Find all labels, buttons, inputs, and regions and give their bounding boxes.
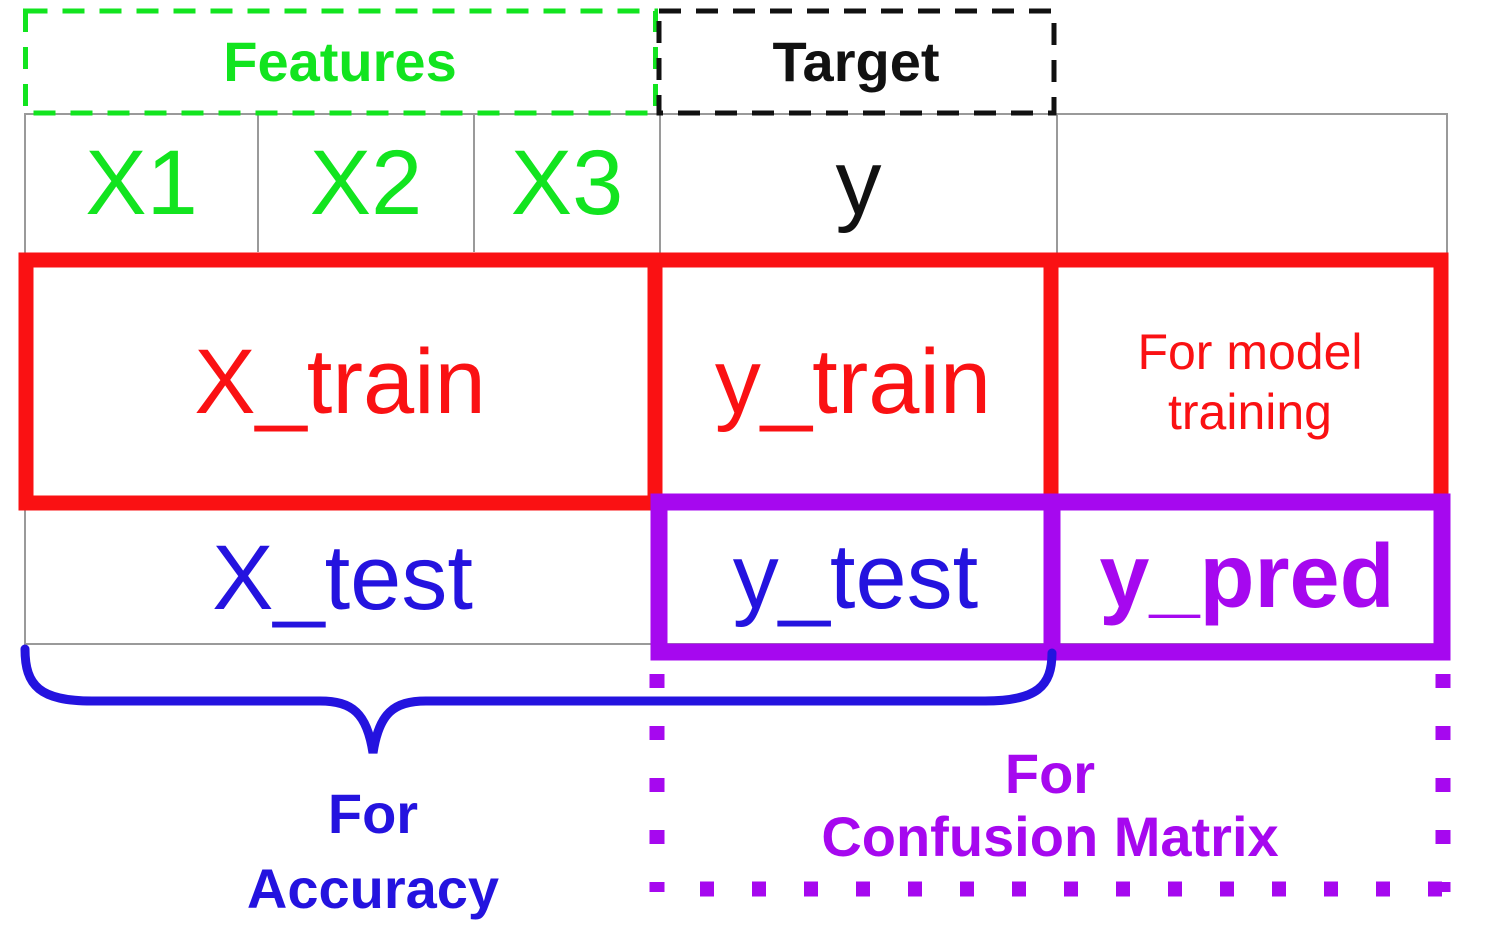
header-x3: X3 (510, 132, 624, 234)
model-training-note: For model training (1059, 268, 1441, 496)
header-y: y (835, 132, 882, 234)
confusion-annotation-line1: For (1004, 742, 1096, 805)
x-train-cell: X_train (194, 331, 486, 433)
model-training-note-line1: For model (1137, 324, 1363, 380)
y-pred-cell: y_pred (1099, 527, 1395, 627)
accuracy-annotation-line2: Accuracy (246, 857, 500, 920)
header-x1: X1 (85, 132, 198, 234)
model-training-note-line2: training (1168, 384, 1332, 440)
header-x2: X2 (309, 132, 423, 234)
y-test-cell: y_test (732, 526, 979, 628)
accuracy-brace (20, 644, 1057, 754)
target-dashed-outline (656, 8, 1057, 116)
features-label: Features (223, 29, 457, 93)
y-train-cell: y_train (714, 331, 992, 433)
confusion-matrix-annotation: For Confusion Matrix (800, 742, 1300, 868)
accuracy-annotation-line1: For (327, 782, 419, 845)
features-dashed-outline (23, 8, 658, 116)
accuracy-annotation: For Accuracy (123, 776, 623, 926)
confusion-annotation-line2: Confusion Matrix (821, 805, 1279, 868)
x-test-cell: X_test (212, 527, 473, 629)
target-label: Target (772, 29, 940, 93)
